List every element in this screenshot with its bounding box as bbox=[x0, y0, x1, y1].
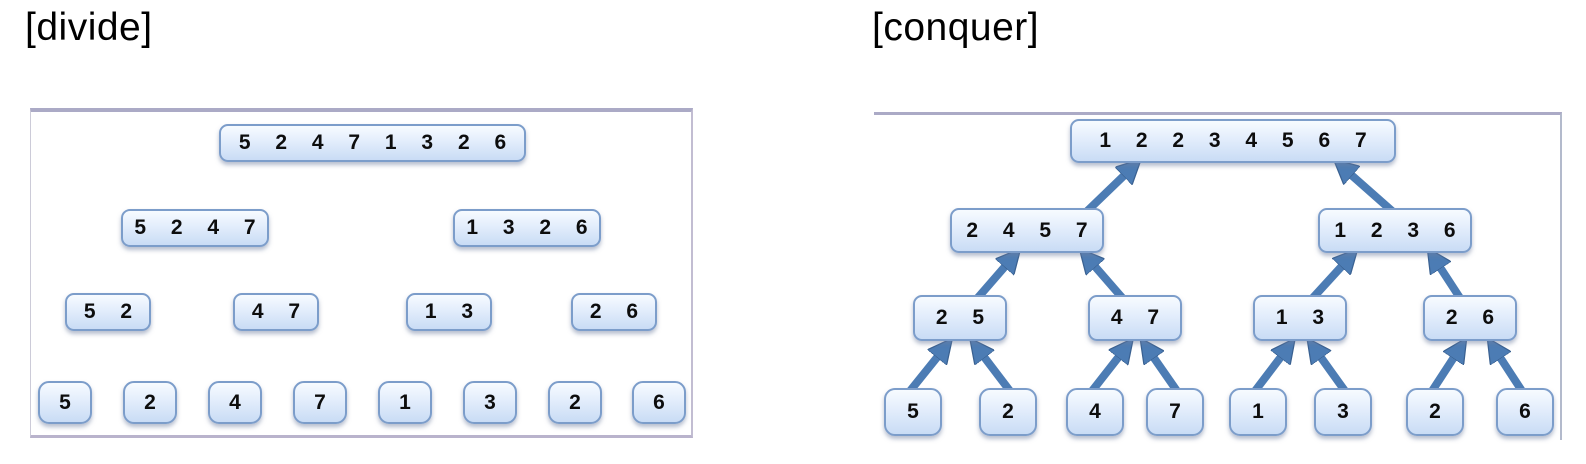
divide-element: 5 bbox=[38, 381, 92, 424]
conquer-element: 3 bbox=[1314, 388, 1372, 436]
conquer-element: 7 bbox=[1146, 388, 1204, 436]
conquer-phase-label: [conquer] bbox=[872, 6, 1040, 49]
merge-arrow-icon bbox=[1085, 255, 1129, 304]
conquer-element: 1 bbox=[1229, 388, 1287, 436]
merge-arrows bbox=[906, 115, 1526, 394]
divide-element: 6 bbox=[632, 381, 686, 424]
merge-arrow-icon bbox=[1251, 345, 1290, 394]
conquer-array-pair: 1 3 bbox=[1253, 295, 1347, 341]
conquer-array-pair: 2 5 bbox=[913, 295, 1007, 341]
divide-element: 1 bbox=[378, 381, 432, 424]
divide-array-half-right: 1 3 2 6 bbox=[453, 209, 601, 247]
merge-arrow-icon bbox=[975, 345, 1014, 394]
divide-element: 2 bbox=[548, 381, 602, 424]
divide-array-pair: 5 2 bbox=[65, 293, 151, 331]
merge-arrow-icon bbox=[1428, 345, 1462, 394]
conquer-element: 5 bbox=[884, 388, 942, 436]
conquer-element: 6 bbox=[1496, 388, 1554, 436]
merge-arrow-icon bbox=[971, 255, 1015, 304]
conquer-array-sorted-full: 1 2 2 3 4 5 6 7 bbox=[1070, 119, 1396, 163]
conquer-array-pair: 2 6 bbox=[1423, 295, 1517, 341]
conquer-panel: 1 2 2 3 4 5 6 7 2 4 5 7 1 2 3 6 2 5 4 7 … bbox=[874, 112, 1562, 440]
divide-element: 7 bbox=[293, 381, 347, 424]
conquer-element: 2 bbox=[979, 388, 1037, 436]
divide-array-full: 5 2 4 7 1 3 2 6 bbox=[219, 124, 526, 162]
conquer-element: 4 bbox=[1066, 388, 1124, 436]
divide-phase-label: [divide] bbox=[25, 6, 153, 49]
merge-arrow-icon bbox=[1307, 255, 1352, 304]
conquer-array-half-right: 1 2 3 6 bbox=[1318, 208, 1472, 253]
conquer-element: 2 bbox=[1406, 388, 1464, 436]
merge-arrow-icon bbox=[1492, 345, 1526, 394]
merge-arrow-icon bbox=[1432, 255, 1466, 304]
merge-arrow-icon bbox=[1312, 345, 1349, 394]
merge-arrow-icon bbox=[1088, 345, 1128, 394]
divide-array-pair: 2 6 bbox=[571, 293, 657, 331]
divide-array-pair: 1 3 bbox=[406, 293, 492, 331]
conquer-array-half-left: 2 4 5 7 bbox=[950, 208, 1104, 253]
conquer-array-pair: 4 7 bbox=[1088, 295, 1182, 341]
merge-arrow-icon bbox=[1145, 345, 1181, 394]
merge-arrow-icon bbox=[906, 345, 947, 394]
divide-array-pair: 4 7 bbox=[233, 293, 319, 331]
divide-array-half-left: 5 2 4 7 bbox=[121, 209, 269, 247]
divide-element: 3 bbox=[463, 381, 517, 424]
divide-element: 2 bbox=[123, 381, 177, 424]
divide-element: 4 bbox=[208, 381, 262, 424]
divide-panel: 5 2 4 7 1 3 2 6 5 2 4 7 1 3 2 6 5 2 4 7 … bbox=[30, 108, 693, 438]
